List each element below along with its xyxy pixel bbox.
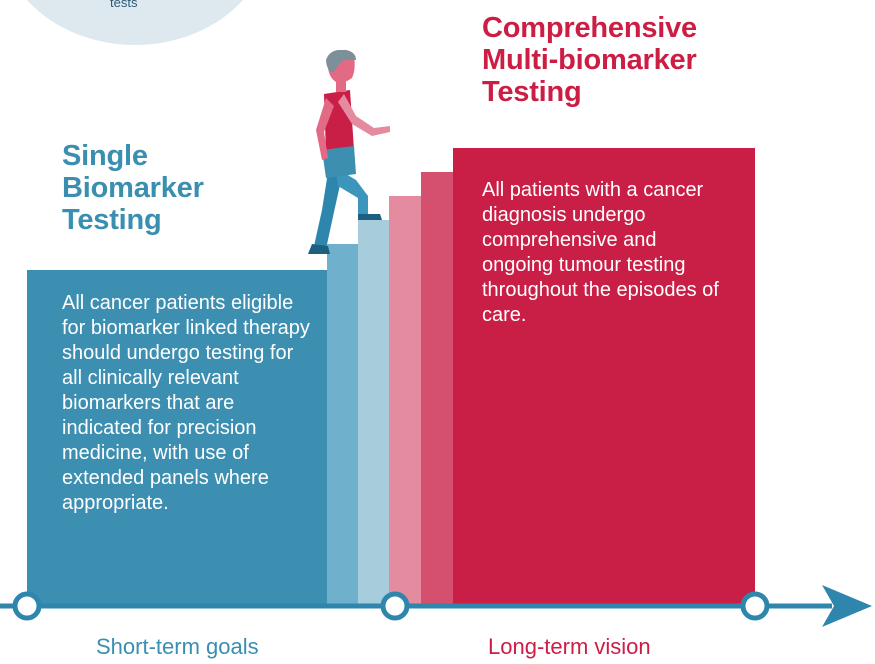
timeline-node-end xyxy=(740,591,770,621)
single-heading-line-3: Testing xyxy=(62,204,162,236)
comprehensive-description: All patients with a cancer diagnosis und… xyxy=(482,179,719,326)
comprehensive-heading: Comprehensive Multi-biomarker Testing xyxy=(482,12,802,108)
timeline-arrow xyxy=(0,585,872,627)
timeline-node-start xyxy=(12,591,42,621)
single-biomarker-block xyxy=(27,270,327,606)
timeline-node-middle xyxy=(380,591,410,621)
comprehensive-block xyxy=(453,148,755,606)
climbing-person-illustration xyxy=(308,50,390,254)
step-3 xyxy=(389,196,421,606)
step-2 xyxy=(358,220,389,606)
step-4 xyxy=(421,172,453,606)
top-callout-label: tests xyxy=(110,0,138,10)
single-heading: Single Biomarker Testing xyxy=(62,140,262,236)
short-term-goals-label: Short-term goals xyxy=(96,634,259,659)
arrow-head-icon xyxy=(822,585,872,627)
long-term-vision-label: Long-term vision xyxy=(488,634,651,659)
comprehensive-heading-line-2: Multi-biomarker xyxy=(482,44,697,76)
comprehensive-heading-line-3: Testing xyxy=(482,76,582,108)
comprehensive-heading-line-1: Comprehensive xyxy=(482,12,697,44)
step-1 xyxy=(327,244,358,606)
single-heading-line-1: Single xyxy=(62,140,148,172)
single-description: All cancer patients eligible for biomark… xyxy=(62,292,310,514)
single-heading-line-2: Biomarker xyxy=(62,172,204,204)
